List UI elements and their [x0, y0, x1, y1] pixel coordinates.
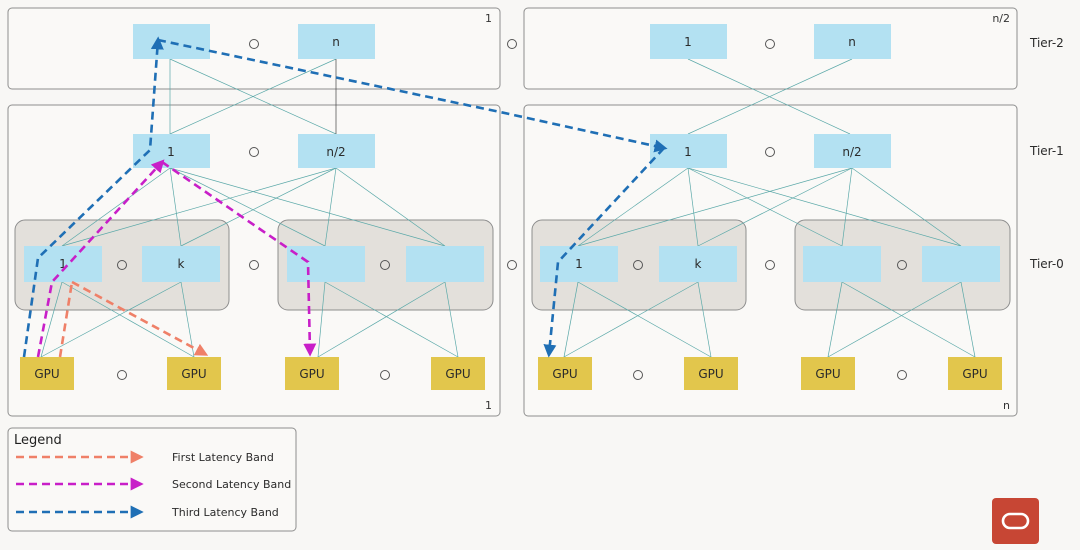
tier2-right-corner-label: n/2 — [992, 12, 1010, 25]
gpu-1: GPU — [20, 357, 74, 390]
agg-switch-left-n2: n/2 — [298, 134, 375, 168]
agg-switch-right-1-label: 1 — [684, 145, 692, 159]
pod-left-corner-label: 1 — [485, 399, 492, 412]
agg-switch-left-n2-label: n/2 — [326, 145, 345, 159]
legend-item-second-label: Second Latency Band — [172, 478, 291, 491]
spine-switch-right-1-label: 1 — [684, 35, 692, 49]
agg-switch-left-1-label: 1 — [167, 145, 175, 159]
spine-switch-left-1 — [133, 24, 210, 59]
agg-switch-right-n2: n/2 — [814, 134, 891, 168]
leaf-switch-8 — [922, 246, 1000, 282]
gpu-8-label: GPU — [962, 367, 987, 381]
leaf-switch-4 — [406, 246, 484, 282]
leaf-switch-k: k — [142, 246, 220, 282]
gpu-4-label: GPU — [445, 367, 470, 381]
gpu-2: GPU — [167, 357, 221, 390]
leaf-group-2 — [277, 219, 494, 311]
spine-switch-right-1: 1 — [650, 24, 727, 59]
legend-item-second: Second Latency Band — [16, 477, 291, 491]
leaf-switch-3 — [287, 246, 365, 282]
leaf-switch-k-label: k — [178, 257, 185, 271]
spine-switch-left-n-label: n — [332, 35, 340, 49]
legend-item-first-label: First Latency Band — [172, 451, 274, 464]
spine-switch-right-n: n — [814, 24, 891, 59]
gpu-4: GPU — [431, 357, 485, 390]
gpu-2-label: GPU — [181, 367, 206, 381]
legend: Legend First Latency Band Second Latency… — [7, 427, 297, 532]
legend-title: Legend — [14, 433, 62, 448]
gpu-5: GPU — [538, 357, 592, 390]
gpu-6-label: GPU — [698, 367, 723, 381]
leaf-switch-7 — [803, 246, 881, 282]
pod-right-corner-label: n — [1003, 399, 1010, 412]
legend-item-third-label: Third Latency Band — [171, 506, 279, 519]
gpu-3-label: GPU — [299, 367, 324, 381]
gpu-5-label: GPU — [552, 367, 577, 381]
tier-1-label: Tier-1 — [1029, 144, 1064, 158]
gpu-1-label: GPU — [34, 367, 59, 381]
spine-switch-right-n-label: n — [848, 35, 856, 49]
tier2-left-corner-label: 1 — [485, 12, 492, 25]
gpu-7-label: GPU — [815, 367, 840, 381]
ellipsis-circles — [117, 39, 907, 380]
leaf-switch-6: k — [659, 246, 737, 282]
legend-item-first: First Latency Band — [16, 450, 274, 464]
leaf-switch-5-label: 1 — [575, 257, 583, 271]
legend-item-third: Third Latency Band — [16, 505, 279, 519]
gpu-7: GPU — [801, 357, 855, 390]
third-latency-band-path — [22, 36, 668, 358]
links — [40, 58, 976, 358]
leaf-group-3 — [531, 219, 747, 311]
gpu-3: GPU — [285, 357, 339, 390]
gpu-6: GPU — [684, 357, 738, 390]
oracle-logo-icon — [992, 498, 1039, 544]
gpu-8: GPU — [948, 357, 1002, 390]
leaf-switch-5: 1 — [540, 246, 618, 282]
tier-2-label: Tier-2 — [1029, 36, 1064, 50]
spine-switch-left-n: n — [298, 24, 375, 59]
agg-switch-right-n2-label: n/2 — [842, 145, 861, 159]
leaf-switch-6-label: k — [695, 257, 702, 271]
agg-switch-left-1: 1 — [133, 134, 210, 168]
leaf-switch-1-label: 1 — [59, 257, 67, 271]
tier-0-label: Tier-0 — [1029, 257, 1064, 271]
second-latency-band-path — [36, 159, 317, 358]
